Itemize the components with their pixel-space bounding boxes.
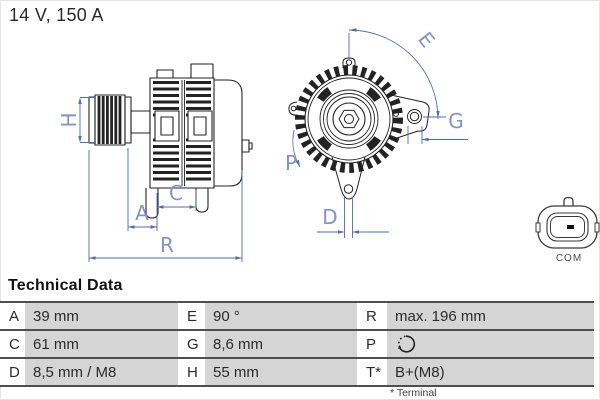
value-cell-d: 8,5 mm / M8 bbox=[25, 359, 178, 385]
mounting-foot-front bbox=[145, 188, 159, 219]
dimension-label-g: G bbox=[448, 109, 464, 133]
bottom-lug bbox=[331, 156, 366, 200]
shaft-nut bbox=[338, 109, 360, 129]
bearing-pads bbox=[317, 87, 381, 151]
left-tab bbox=[288, 101, 299, 116]
alternator-side-view bbox=[88, 63, 253, 219]
key-cell-d: D bbox=[0, 359, 25, 385]
table-row: D 8,5 mm / M8 H 55 mm T* B+(M8) bbox=[0, 357, 594, 385]
dimension-label-e: E bbox=[413, 27, 440, 52]
alternator-front-view bbox=[288, 57, 430, 200]
dimension-label-a: A bbox=[135, 201, 149, 225]
technical-data-heading: Technical Data bbox=[8, 277, 123, 294]
terminal-footnote: * Terminal bbox=[390, 387, 437, 399]
connector-top-tab bbox=[563, 196, 574, 206]
rear-cover bbox=[214, 79, 243, 187]
key-cell-a: A bbox=[0, 303, 25, 329]
dimension-label-d: D bbox=[322, 205, 337, 229]
key-cell-p: P bbox=[357, 331, 387, 357]
value-cell-e: 90 ° bbox=[205, 303, 357, 329]
dimension-label-r: R bbox=[160, 233, 174, 257]
value-cell-t: B+(M8) bbox=[387, 359, 594, 385]
b-plus-terminal bbox=[241, 139, 250, 153]
pulley bbox=[88, 94, 151, 146]
dimension-arrows bbox=[78, 28, 440, 260]
mounting-foot-rear bbox=[195, 188, 209, 213]
technical-data-table: A 39 mm E 90 ° R max. 196 mm C 61 mm G 8… bbox=[0, 301, 594, 387]
vent-teeth-ring bbox=[295, 65, 403, 173]
housing bbox=[145, 63, 253, 219]
rotation-direction-icon bbox=[397, 335, 416, 353]
key-cell-r: R bbox=[357, 303, 387, 329]
key-cell-c: C bbox=[0, 331, 25, 357]
key-cell-h: H bbox=[178, 359, 205, 385]
key-cell-g: G bbox=[178, 331, 205, 357]
table-row: C 61 mm G 8,6 mm P bbox=[0, 329, 594, 357]
com-label: COM bbox=[556, 253, 582, 264]
connector-pin bbox=[567, 225, 574, 229]
value-cell-c: 61 mm bbox=[25, 331, 178, 357]
product-spec-title: 14 V, 150 A bbox=[9, 5, 104, 25]
com-connector: COM bbox=[535, 196, 600, 264]
table-row: A 39 mm E 90 ° R max. 196 mm bbox=[0, 301, 594, 329]
value-cell-r: max. 196 mm bbox=[387, 303, 594, 329]
value-cell-h: 55 mm bbox=[205, 359, 357, 385]
technical-drawing: H A C R E G P D COM bbox=[57, 27, 600, 264]
dimension-label-c: C bbox=[169, 181, 183, 205]
value-cell-g: 8,6 mm bbox=[205, 331, 357, 357]
key-cell-t: T* bbox=[357, 359, 387, 385]
key-cell-e: E bbox=[178, 303, 205, 329]
right-lug bbox=[390, 94, 430, 141]
value-cell-a: 39 mm bbox=[25, 303, 178, 329]
value-cell-p bbox=[387, 331, 594, 357]
dimension-labels: H A C R E G P D bbox=[57, 27, 464, 257]
dimension-label-p: P bbox=[285, 151, 297, 175]
dimension-lines bbox=[79, 29, 468, 262]
dimension-label-h: H bbox=[57, 112, 81, 127]
